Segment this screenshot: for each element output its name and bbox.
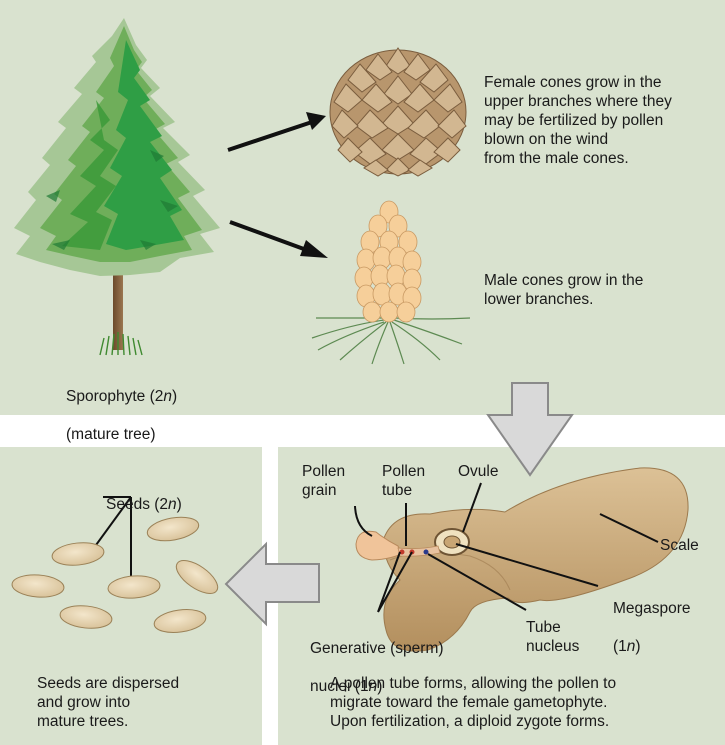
seeds-icon bbox=[11, 516, 219, 633]
seeds-label-suffix: ) bbox=[176, 496, 182, 513]
generative-label-suffix: ) bbox=[377, 678, 383, 695]
scale-icon bbox=[383, 467, 689, 652]
ovule-label: Ovule bbox=[458, 463, 499, 480]
pollen-tube-icon bbox=[397, 545, 441, 557]
seeds-label-prefix: Seeds (2 bbox=[106, 496, 169, 513]
seeds-caption: Seeds are dispersed and grow into mature… bbox=[37, 675, 180, 730]
female-cone-icon bbox=[329, 47, 467, 177]
megaspore-label: Megaspore (1n) bbox=[613, 580, 691, 656]
male-cone-icon bbox=[311, 200, 471, 365]
sporophyte-label: Sporophyte (2n) (mature tree) bbox=[66, 368, 177, 444]
generative-nucleus-icon bbox=[399, 549, 405, 555]
female-cone-description: Female cones grow in the upper branches … bbox=[484, 74, 672, 167]
left-arrow-icon bbox=[224, 541, 320, 627]
tube-nucleus-icon bbox=[423, 549, 429, 555]
fertilization-caption: A pollen tube forms, allowing the pollen… bbox=[330, 675, 617, 730]
generative-label-prefix: nuclei (1 bbox=[310, 678, 369, 695]
sporophyte-label-prefix: Sporophyte (2 bbox=[66, 388, 164, 405]
seeds-label-n: n bbox=[168, 496, 177, 513]
sporophyte-label-line2: (mature tree) bbox=[66, 426, 156, 443]
megaspore-label-prefix: (1 bbox=[613, 638, 627, 655]
tube-nucleus-label: Tube nucleus bbox=[526, 619, 580, 655]
seeds-label: Seeds (2n) bbox=[106, 476, 182, 514]
megaspore-label-n: n bbox=[626, 638, 636, 655]
pollen-grain-label: Pollen grain bbox=[302, 463, 346, 499]
generative-nuclei-label: Generative (sperm) nuclei (1n) bbox=[310, 620, 444, 696]
ovule-icon bbox=[434, 528, 470, 556]
male-cone-description: Male cones grow in the lower branches. bbox=[484, 272, 644, 308]
sporophyte-label-n: n bbox=[163, 388, 172, 405]
generative-label-n: n bbox=[368, 678, 378, 695]
arrow-to-male-cone-icon bbox=[229, 220, 328, 258]
arrow-to-female-cone-icon bbox=[227, 112, 326, 152]
pine-tree-icon bbox=[14, 18, 220, 356]
megaspore-label-suffix: ) bbox=[635, 638, 641, 655]
generative-label-line1: Generative (sperm) bbox=[310, 640, 444, 657]
scale-label: Scale bbox=[660, 537, 699, 554]
pollen-tube-label: Pollen tube bbox=[382, 463, 426, 499]
down-arrow-icon bbox=[486, 382, 574, 477]
megaspore-label-line1: Megaspore bbox=[613, 600, 691, 617]
sporophyte-label-suffix: ) bbox=[172, 388, 178, 405]
